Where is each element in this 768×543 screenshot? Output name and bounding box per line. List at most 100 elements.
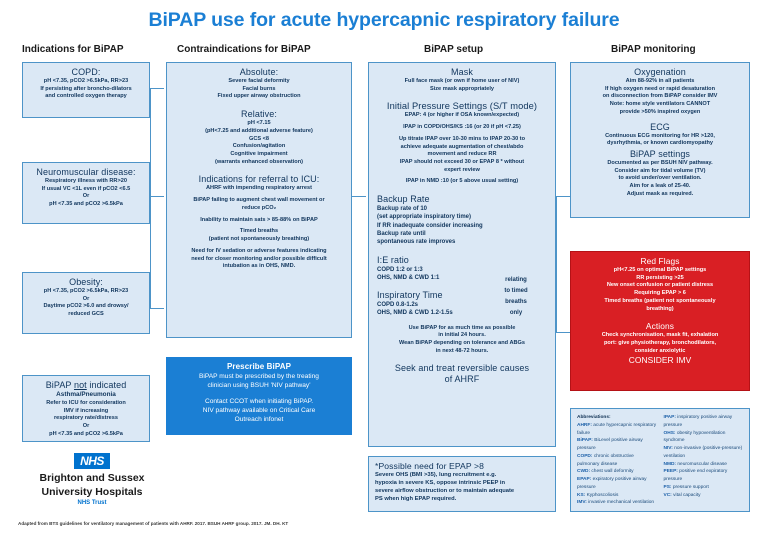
red-flags-line-4: Requiring EPAP > 6 — [634, 290, 686, 297]
icu-line-6: (patient not spontaneously breathing) — [208, 236, 310, 243]
not-indicated-line-4: respiratory rate/distress — [53, 415, 119, 422]
timed-note-line-1: relating — [505, 277, 527, 283]
relative-line-4: Confusion/agitation — [232, 143, 286, 150]
abbrev-key: PS: — [663, 484, 672, 490]
relative-line-6: (warrants enhanced observation) — [215, 158, 303, 165]
not-indicated-line-6: pH <7.35 and pCO2 >6.5kPa — [49, 430, 123, 437]
initial-pressure-line-4: achieve adequate augmentation of chest/a… — [400, 143, 524, 150]
actions-emphasis: CONSIDER IMV — [628, 355, 692, 366]
red-flags-line-6: breathing) — [646, 305, 674, 312]
timed-note-line-4: only — [509, 310, 523, 317]
abbrev-def: invasive mechanical ventilation — [588, 500, 655, 506]
oxygenation-line-3: on disconnection from BiPAP consider IMV — [602, 93, 718, 100]
abbrev-key: COPD: — [577, 453, 593, 459]
abbrev-key: NIV: — [663, 446, 673, 452]
connector-setup-to-redflags — [556, 332, 570, 333]
column-heading-setup: BiPAP setup — [424, 44, 484, 55]
initial-pressure-line-6: IPAP should not exceed 30 or EPAP 8 * wi… — [399, 159, 525, 166]
prescribe-line-4: NIV pathway available on Critical Care — [202, 407, 316, 415]
initial-pressure-line-1: EPAP: 4 (or higher if OSA known/expected… — [404, 112, 520, 119]
timed-breaths-note: relating to timed breaths only — [494, 275, 538, 319]
red-flags-heading: Red Flags — [640, 256, 680, 266]
abbreviation-item: NMD: neuromuscular disease — [664, 461, 744, 469]
actions-heading: Actions — [645, 321, 675, 332]
ie-ratio-line-2: OHS, NMD & CWD 1:1 — [377, 274, 440, 281]
box-bipap-monitoring: Oxygenation Aim 88-92% in all patients I… — [570, 62, 750, 218]
absolute-heading: Absolute: — [239, 67, 279, 77]
relative-line-5: Cognitive impairment — [230, 151, 288, 158]
abbrev-key: CWD: — [577, 469, 591, 475]
abbrev-def: inspiratory positive airway pressure — [663, 415, 733, 428]
connector-setup-to-monitoring — [556, 196, 570, 197]
duration-line-2: in initial 24 hours. — [438, 332, 486, 339]
abbrev-def: pressure support — [672, 484, 709, 490]
abbreviation-item: IMV: invasive mechanical ventilation — [577, 499, 657, 507]
nmd-heading: Neuromuscular disease: — [36, 167, 136, 177]
abbrev-def: positive end expiratory pressure — [663, 469, 728, 483]
nhs-badge: NHS — [74, 453, 110, 469]
settings-heading: BiPAP settings — [629, 149, 691, 160]
box-abbreviations: Abbreviations: AHRF: acute hypercapnic r… — [570, 408, 750, 512]
timed-note-line-3: breaths — [505, 299, 527, 306]
oxygenation-line-5: provide >50% inspired oxygen — [619, 108, 701, 115]
page-title: BiPAP use for acute hypercapnic respirat… — [148, 9, 620, 31]
not-indicated-line-3: IMV if increasing — [63, 407, 109, 414]
obesity-line-1: pH <7.35, pCO2 >6.5kPa, RR>23 — [43, 288, 129, 294]
trust-name-line-2: University Hospitals — [41, 486, 143, 499]
red-flags-line-1: pH<7.25 on optimal BiPAP settings — [613, 267, 707, 273]
nmd-line-1: Respiratory illness with RR>20 — [45, 178, 127, 184]
box-epap-note: *Possible need for EPAP >8 Severe OHS (B… — [368, 456, 556, 512]
icu-line-2: BiPAP failing to augment chest wall move… — [193, 197, 325, 204]
backup-rate-heading: Backup Rate — [377, 194, 430, 205]
duration-line-4: in next 48-72 hours. — [435, 347, 489, 354]
obesity-line-3: Daytime pCO2 >6.0 and drowsy/ — [43, 303, 129, 310]
initial-pressure-line-2: IPAP in COPD/OHS/KS :16 (or 20 if pH <7.… — [403, 124, 521, 131]
initial-pressure-heading: Initial Pressure Settings (S/T mode) — [386, 101, 538, 112]
copd-line-2: If persisting after broncho-dilators — [40, 85, 132, 92]
box-contraindications: Absolute: Severe facial deformity Facial… — [166, 62, 352, 338]
abbrev-key: PEEP: — [663, 469, 678, 475]
abbrev-def: vital capacity — [673, 492, 701, 498]
actions-line-2: port: give physiotherapy, bronchodilator… — [603, 340, 717, 347]
copd-line-3: and controlled oxygen therapy — [45, 93, 127, 100]
abbrev-key: AHRF: — [577, 422, 592, 428]
abbreviation-item: PEEP: positive end expiratory pressure — [664, 468, 744, 484]
red-flags-line-3: New onset confusion or patient distress — [606, 282, 714, 289]
duration-line-1: Use BiPAP for as much time as possible — [408, 324, 516, 331]
icu-line-5: Timed breaths — [239, 228, 279, 235]
relative-heading: Relative: — [241, 109, 277, 120]
obesity-line-2: Or — [82, 295, 90, 302]
inspiratory-time-line-2: OHS, NMD & CWD 1.2-1.5s — [377, 310, 453, 317]
prescribe-line-2: clinician using BSUH 'NIV pathway' — [207, 382, 311, 390]
backup-rate-line-5: spontaneous rate improves — [377, 239, 456, 246]
box-bipap-setup: Mask Full face mask (or own if home user… — [368, 62, 556, 447]
duration-line-3: Wean BiPAP depending on tolerance and AB… — [399, 340, 525, 347]
box-bipap-not-indicated: BiPAP not indicated Asthma/Pneumonia Ref… — [22, 375, 150, 442]
connector-nmd — [150, 196, 164, 197]
abbrev-def: chronic obstructive pulmonary disease — [577, 453, 634, 467]
initial-pressure-line-3: Up titrate IPAP over 10-30 mins to IPAP … — [398, 135, 526, 142]
absolute-line-3: Fixed upper airway obstruction — [217, 93, 301, 100]
not-indicated-line-2: Refer to ICU for consideration — [46, 399, 126, 406]
connector-indications-vertical — [150, 88, 151, 308]
abbreviation-item: PS: pressure support — [664, 484, 744, 492]
column-heading-monitoring: BiPAP monitoring — [611, 44, 696, 55]
abbrev-def: chest wall deformity — [591, 469, 634, 475]
backup-rate-line-4: Backup rate until — [377, 230, 426, 237]
oxygenation-heading: Oxygenation — [634, 67, 686, 77]
box-prescribe-bipap: Prescribe BiPAP BiPAP must be prescribed… — [166, 357, 352, 435]
mask-line-2: Size mask appropriately — [429, 85, 495, 92]
icu-line-8: need for closer monitoring and/or possib… — [191, 255, 327, 262]
relative-line-2: (pH<7.25 and additional adverse feature) — [205, 127, 313, 134]
obesity-heading: Obesity: — [69, 277, 103, 287]
box-indication-obesity: Obesity: pH <7.35, pCO2 >6.5kPa, RR>23 O… — [22, 272, 150, 334]
epap-note-line-3: severe airflow obstruction or to maintai… — [375, 487, 515, 494]
abbrev-def: Kyphoscoliosis — [586, 492, 619, 498]
settings-line-1: Documented as per BSUH NIV pathway. — [607, 160, 713, 167]
abbreviation-item: OHS: obesity hypoventilation syndrome — [664, 430, 744, 446]
icu-line-4: Inability to maintain sats > 85-88% on B… — [200, 216, 318, 223]
abbrev-key: BiPAP: — [577, 438, 593, 444]
source-credit: Adapted from BTS guidelines for ventilat… — [18, 521, 289, 526]
timed-note-line-2: to timed — [504, 288, 528, 295]
icu-line-3: reduce pCO₂ — [241, 204, 277, 211]
